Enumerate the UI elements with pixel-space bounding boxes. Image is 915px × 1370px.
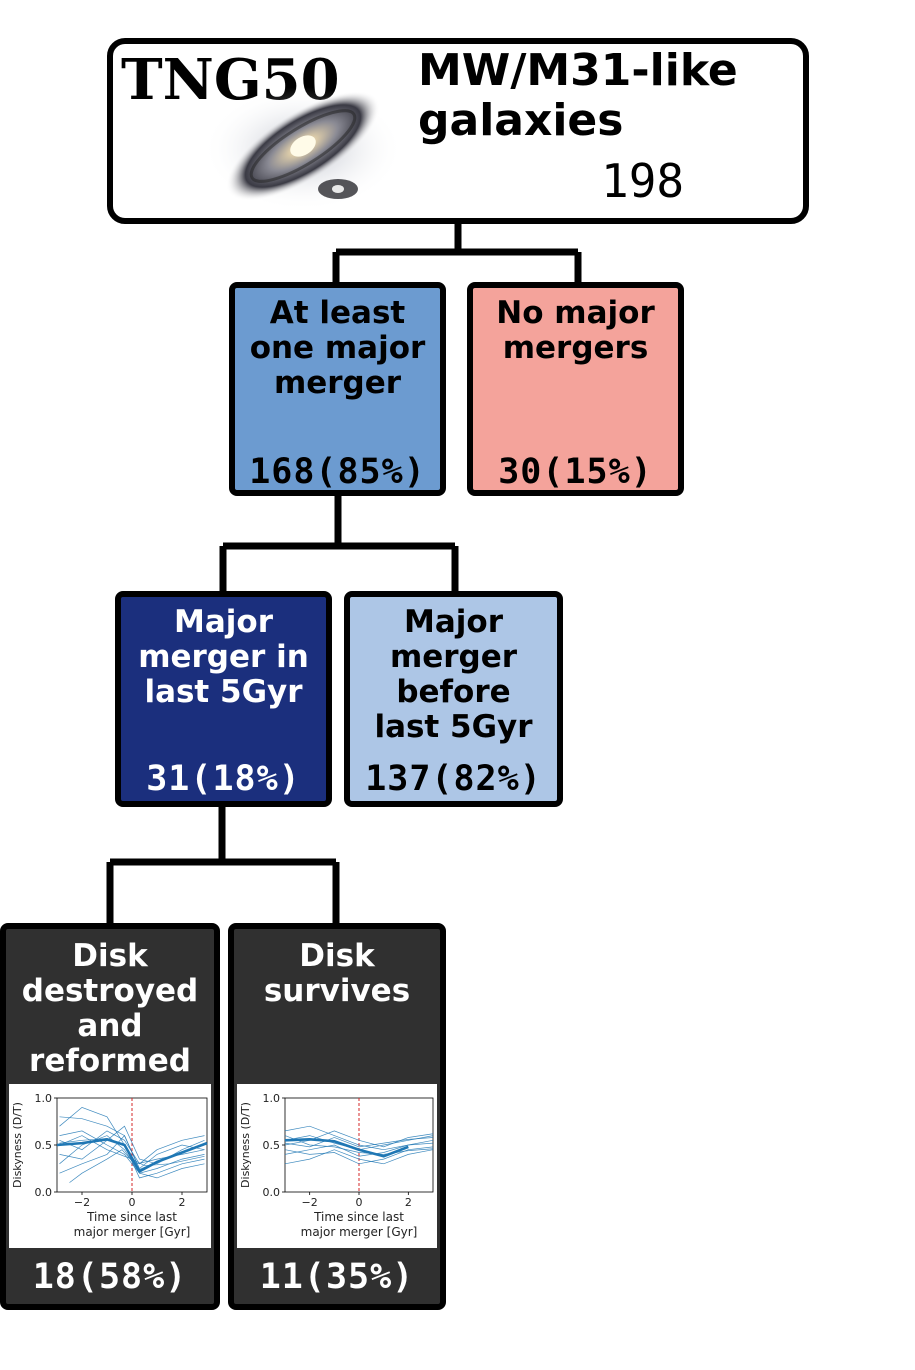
box-no-major-mergers: No major mergers 30(15%)	[467, 282, 684, 496]
y-axis-label: Diskyness (D/T)	[239, 1102, 252, 1188]
series-line	[284, 1125, 434, 1151]
disk-destroyed-reformed-count: 18(58%)	[32, 1257, 188, 1297]
x-axis-label: major merger [Gyr]	[74, 1225, 191, 1239]
connector-level2	[106, 804, 340, 926]
root-title: MW/M31-like galaxies	[418, 45, 738, 146]
y-tick-label: 0.5	[35, 1139, 53, 1152]
major-merger-before-5gyr-count: 137(82%)	[365, 759, 542, 799]
chart-disk-survives: 0.0 0.5 1.0 −2 0 2 Diskyness (D/T) Time since l…	[237, 1084, 437, 1248]
y-axis-label: Diskyness (D/T)	[11, 1102, 24, 1188]
x-tick-label: 0	[356, 1196, 363, 1209]
y-tick-label: 0.5	[263, 1139, 281, 1152]
series-line	[284, 1137, 434, 1148]
major-merger-before-5gyr-label: Major merger before last 5Gyr	[374, 604, 533, 745]
x-axis-label: Time since last	[313, 1210, 404, 1224]
mean-line	[56, 1138, 208, 1174]
y-tick-label: 0.0	[35, 1186, 53, 1199]
series-line	[284, 1135, 434, 1151]
root-count: 198	[601, 154, 685, 208]
box-at-least-one-major-merger: At least one major merger 168(85%)	[229, 282, 446, 496]
box-disk-survives: Disk survives 0.0 0.5 1.0 −2 0 2 Diskyness (D/…	[228, 923, 446, 1310]
y-tick-label: 0.0	[263, 1186, 281, 1199]
major-merger-last-5gyr-count: 31(18%)	[146, 759, 301, 799]
major-merger-last-5gyr-label: Major merger in last 5Gyr	[138, 604, 309, 710]
x-tick-label: 0	[129, 1196, 136, 1209]
y-tick-label: 1.0	[35, 1092, 53, 1105]
x-tick-label: 2	[405, 1196, 412, 1209]
disk-survives-label: Disk survives	[263, 938, 411, 1009]
galaxy-image	[203, 87, 403, 211]
x-tick-label: −2	[302, 1196, 318, 1209]
series-line	[284, 1149, 434, 1165]
disk-survives-count: 11(35%)	[259, 1257, 415, 1297]
x-axis-label: Time since last	[86, 1210, 177, 1224]
box-major-merger-last-5gyr: Major merger in last 5Gyr 31(18%)	[115, 591, 332, 807]
no-major-mergers-count: 30(15%)	[498, 452, 653, 492]
at-least-one-major-merger-count: 168(85%)	[249, 452, 426, 492]
box-major-merger-before-5gyr: Major merger before last 5Gyr 137(82%)	[344, 591, 563, 807]
disk-destroyed-reformed-label: Disk destroyed and reformed	[21, 938, 199, 1079]
x-axis-label: major merger [Gyr]	[301, 1225, 418, 1239]
series-line	[284, 1135, 434, 1155]
series-line	[284, 1146, 434, 1165]
mean-line	[284, 1138, 409, 1158]
root-box: TNG50 MW/M31-like galaxies 198	[107, 38, 809, 224]
no-major-mergers-label: No major mergers	[496, 295, 655, 366]
series-line	[59, 1130, 205, 1165]
series-line	[59, 1130, 205, 1179]
series-line	[69, 1149, 135, 1183]
at-least-one-major-merger-label: At least one major merger	[249, 295, 426, 401]
x-tick-label: 2	[179, 1196, 186, 1209]
y-tick-label: 1.0	[263, 1092, 281, 1105]
connector-root	[332, 222, 582, 285]
series-line	[59, 1125, 205, 1165]
chart-disk-destroyed: 0.0 0.5 1.0 −2 0 2 Diskyness (D/T) Time since l…	[9, 1084, 211, 1248]
connector-level1	[219, 492, 459, 594]
x-tick-label: −2	[74, 1196, 90, 1209]
